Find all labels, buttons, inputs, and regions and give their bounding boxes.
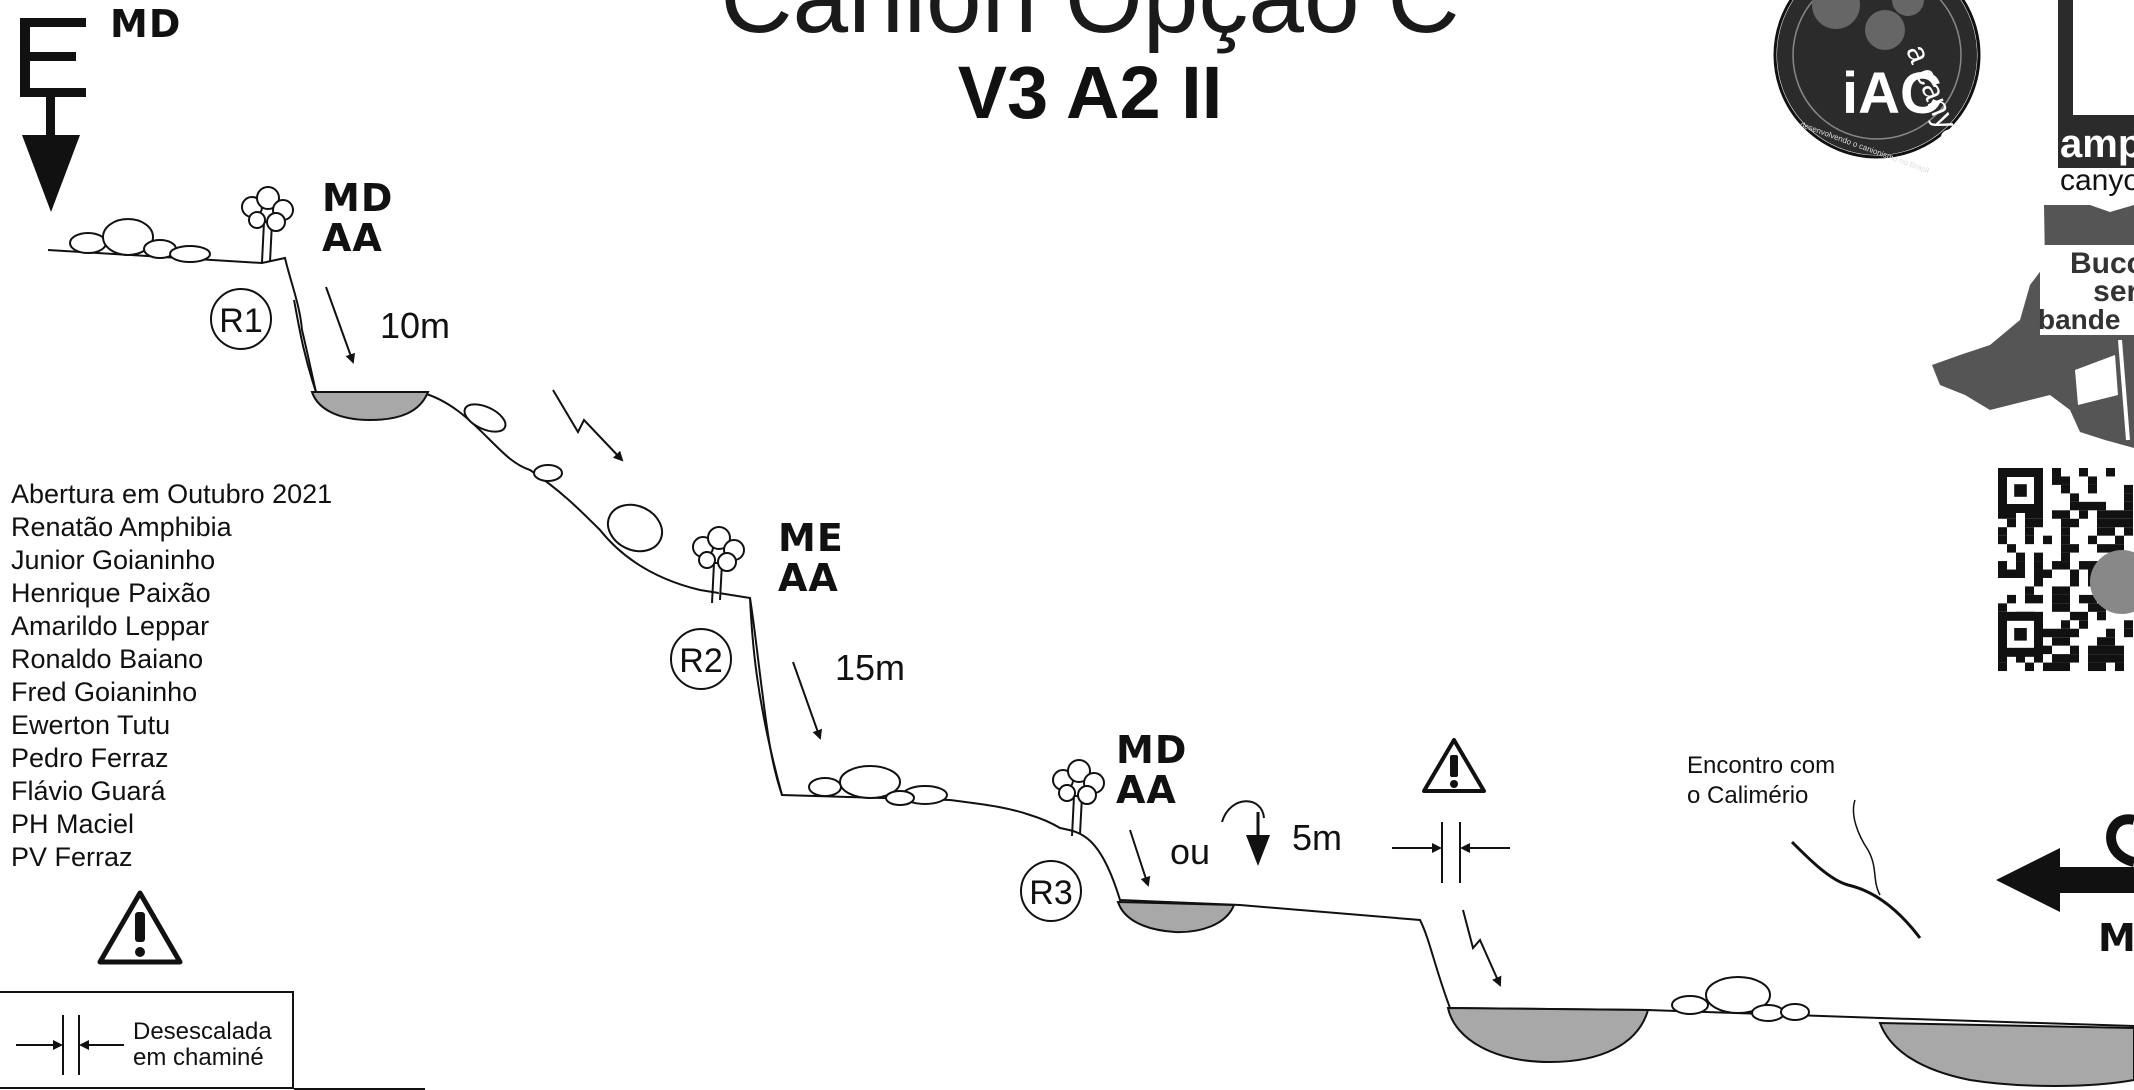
r3-anchor-label: AA: [1116, 768, 1177, 812]
legend-box: [0, 991, 294, 1089]
exit-side-label: M: [2098, 916, 2134, 960]
legend-text: Desescalada em chaminé: [133, 1019, 272, 1071]
credits-list: Abertura em Outubro 2021 Renatão Amphibi…: [11, 478, 332, 874]
r3-height: 5m: [1292, 817, 1343, 858]
route-title: Canion Opção C: [640, 0, 1540, 48]
r3-side-label: MD: [1116, 728, 1188, 772]
tree-icon-r1: [241, 186, 294, 263]
pool-r1: [310, 391, 430, 422]
credit-name: Pedro Ferraz: [11, 743, 169, 773]
legend-line-1: Desescalada: [133, 1018, 272, 1045]
credit-name: PH Maciel: [11, 809, 135, 839]
amp-logo-text: amp: [2060, 122, 2134, 166]
route-grade: V3 A2 II: [957, 51, 1223, 134]
pool-exit: [1878, 1021, 2134, 1087]
exit-arrow-icon: [1996, 814, 2134, 912]
r2-height: 15m: [835, 647, 906, 688]
canyon-profile-line: [47, 249, 2134, 1027]
r3-bubble: R3: [1020, 860, 1082, 922]
credit-name: Junior Goianinho: [11, 545, 216, 575]
meeting-note: Encontro com o Calimério: [1687, 751, 1835, 811]
rappel-arrow-r1: [325, 286, 355, 364]
meeting-note-line-2: o Calimério: [1687, 782, 1809, 809]
buccos-logo-text-3: bande: [2038, 304, 2121, 335]
rappel-arrow-r3: [1129, 829, 1151, 887]
buccos-line-2: ser: [2093, 275, 2134, 308]
rappel-arrow-r2: [792, 661, 823, 740]
r2-bubble: R2: [670, 628, 732, 690]
r1-bubble: R1: [210, 288, 272, 350]
warning-icon: [1422, 738, 1486, 793]
credit-name: Henrique Paixão: [11, 578, 211, 608]
pool-r3: [1116, 900, 1236, 934]
boulders: [69, 218, 1810, 1022]
tributary-stream: [1790, 840, 1922, 939]
entry-side-label: MD: [110, 2, 182, 46]
qr-code: [1998, 468, 2134, 672]
credits-heading: Abertura em Outubro 2021: [11, 479, 333, 509]
jump-arrow-1: [552, 389, 624, 462]
tree-icon-r2: [692, 526, 745, 604]
jump-arrow-2: [1462, 909, 1502, 987]
credit-name: Renatão Amphibia: [11, 512, 232, 542]
amp-logo-subtext: canyo: [2060, 164, 2134, 197]
r2-anchor-label: AA: [778, 556, 839, 600]
entry-arrow-icon: [20, 18, 86, 212]
credit-name: PV Ferraz: [11, 842, 133, 872]
down-arrow-icon: [1246, 835, 1270, 866]
warning-icon-legend: [97, 890, 183, 965]
meeting-note-line-1: Encontro com: [1687, 752, 1836, 779]
iac-logo: [1773, 0, 1981, 159]
r1-side-label: MD: [322, 176, 394, 220]
r3-alt-label: ou: [1170, 831, 1211, 872]
r1-anchor-label: AA: [322, 216, 383, 260]
chimney-symbol-icon: [1392, 822, 1510, 883]
curved-arrow-icon: [1221, 800, 1265, 823]
credit-name: Fred Goianinho: [11, 677, 198, 707]
r2-side-label: ME: [778, 516, 844, 560]
credit-name: Ronaldo Baiano: [11, 644, 204, 674]
legend-chimney-icon: [16, 1015, 124, 1075]
credit-name: Ewerton Tutu: [11, 710, 171, 740]
legend-line-2: em chaminé: [133, 1044, 264, 1071]
buccos-logo-text: Bucc ser: [2070, 247, 2134, 308]
r1-height: 10m: [380, 305, 451, 346]
credit-name: Flávio Guará: [11, 776, 166, 806]
pool-lower: [1446, 1006, 1650, 1064]
iac-logo-text: iAC: [1842, 61, 1942, 126]
tree-icon-r3: [1052, 759, 1105, 837]
buccos-line-1: Bucc: [2070, 247, 2134, 280]
credit-name: Amarildo Leppar: [11, 611, 210, 641]
